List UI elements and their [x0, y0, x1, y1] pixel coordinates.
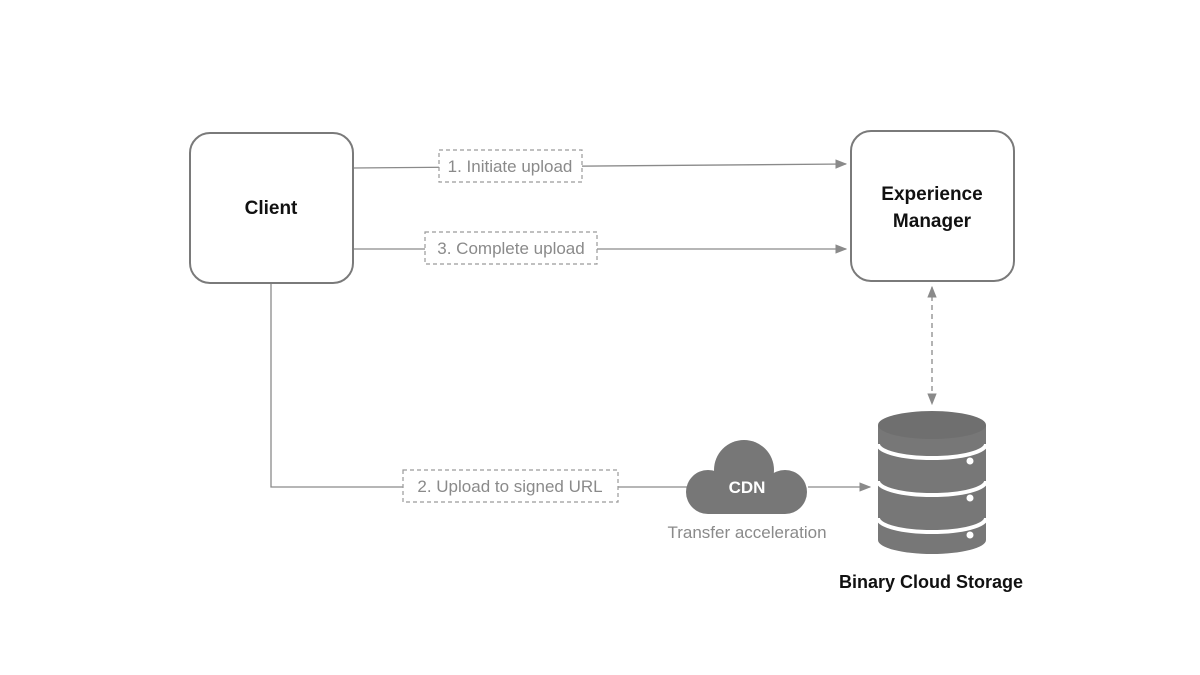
step-initiate-label: 1. Initiate upload — [438, 149, 583, 183]
step-initiate-box — [438, 149, 583, 183]
initiate-upload-arrow — [352, 159, 848, 169]
step-complete-label: 3. Complete upload — [424, 231, 598, 265]
experience-manager-label-line2: Manager — [893, 211, 972, 232]
cdn-caption: Transfer acceleration — [667, 523, 826, 542]
cdn-label: CDN — [729, 478, 766, 497]
client-label: Client — [245, 198, 298, 219]
experience-manager-node: Experience Manager — [850, 130, 1015, 282]
database-icon — [876, 411, 988, 554]
storage-label: Binary Cloud Storage — [839, 572, 1023, 592]
step-upload-label: 2. Upload to signed URL — [402, 469, 619, 503]
experience-manager-label-line1: Experience — [881, 184, 982, 205]
step-upload-box — [402, 469, 619, 503]
step-initiate-text: 1. Initiate upload — [448, 157, 573, 176]
step-complete-box — [424, 231, 598, 265]
client-node: Client — [189, 132, 354, 284]
upload-path-line — [270, 283, 690, 488]
client-box — [189, 132, 354, 284]
step-complete-text: 3. Complete upload — [437, 239, 584, 258]
cdn-node: CDN Transfer acceleration — [667, 440, 827, 542]
storage-node: Binary Cloud Storage — [839, 411, 1023, 592]
cloud-icon — [686, 440, 807, 514]
step-upload-text: 2. Upload to signed URL — [417, 477, 602, 496]
experience-manager-box — [850, 130, 1015, 282]
